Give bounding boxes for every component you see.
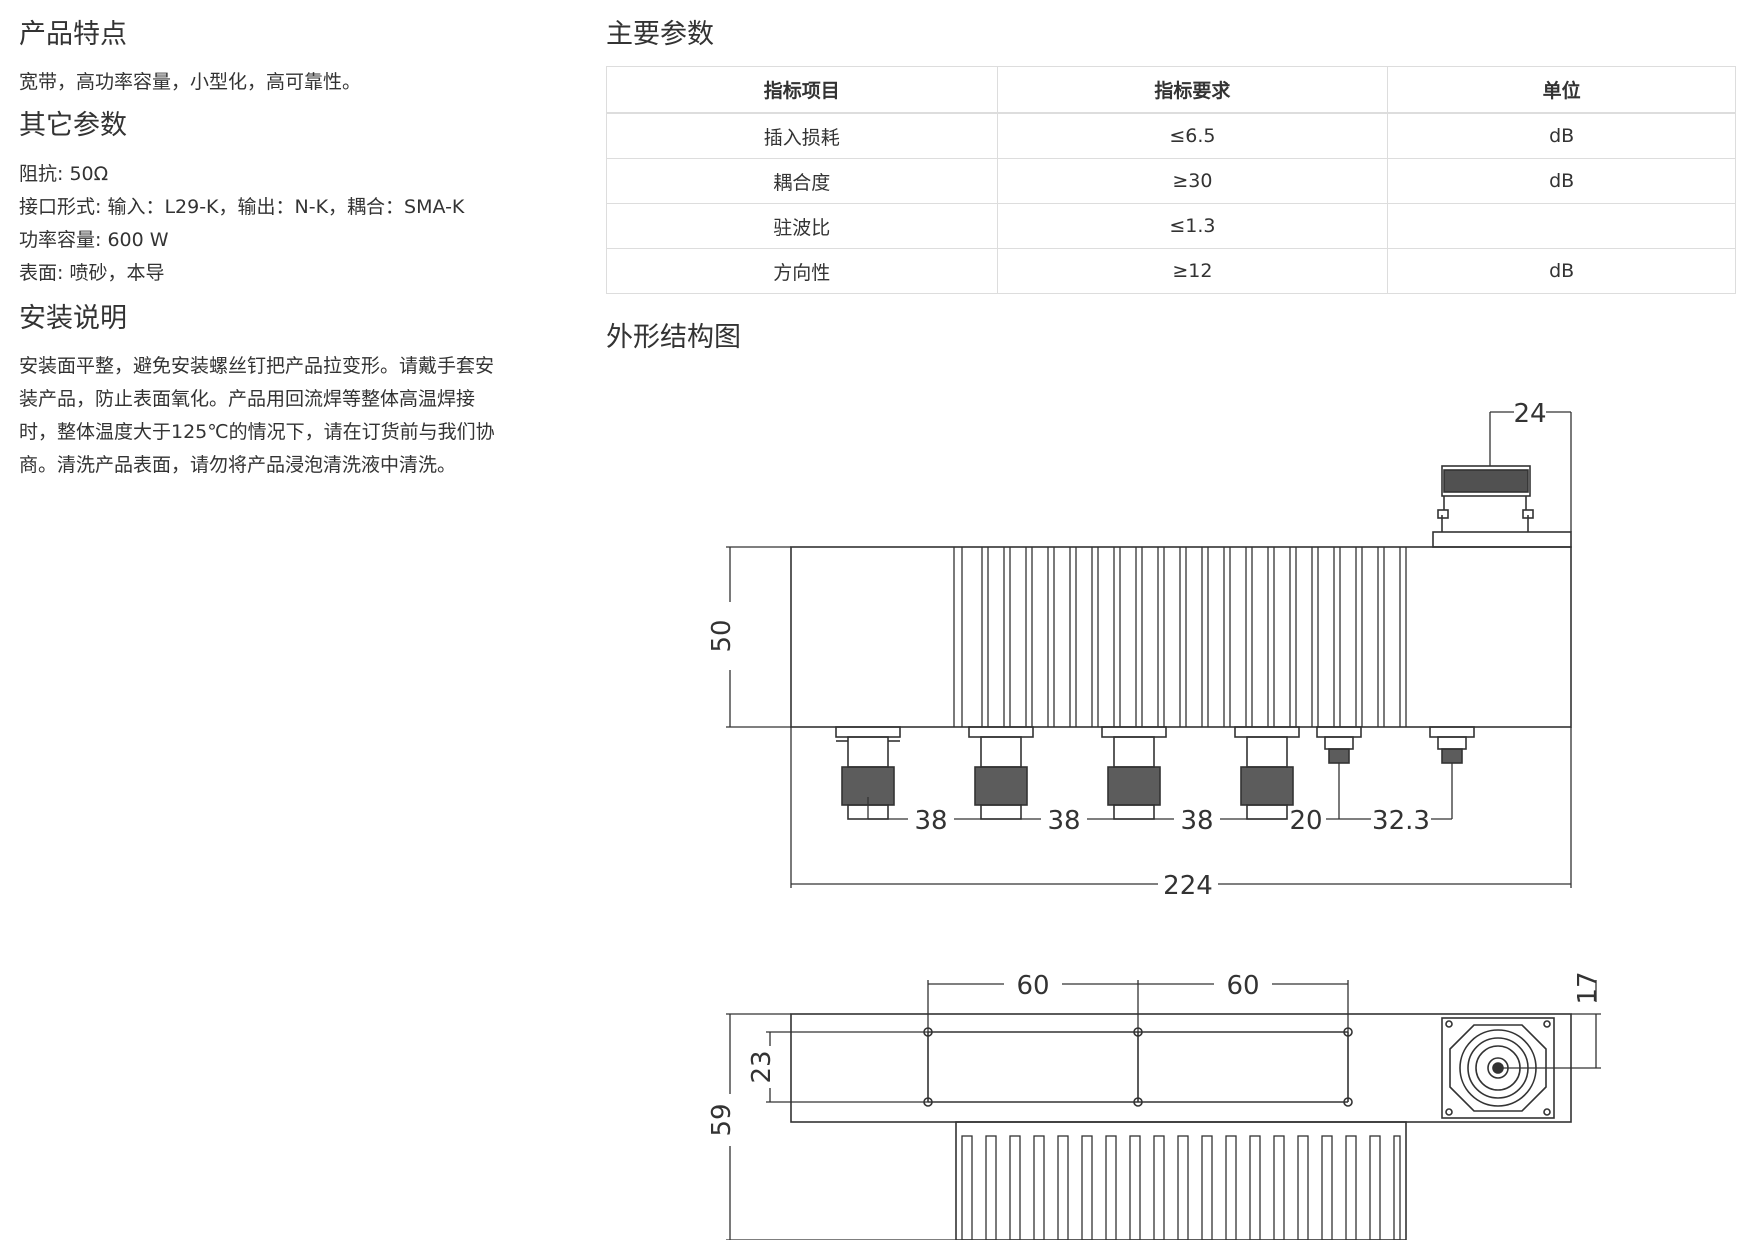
drawing-heading: 外形结构图 bbox=[606, 322, 741, 353]
dim-17: 17 bbox=[1573, 971, 1603, 1004]
table-header-row: 指标项目 指标要求 单位 bbox=[606, 66, 1736, 114]
dim-60-b: 60 bbox=[1226, 971, 1259, 1001]
param-impedance: 阻抗: 50Ω bbox=[19, 163, 109, 185]
heatsink-fins bbox=[953, 547, 1407, 727]
dim-38-b: 38 bbox=[1047, 806, 1080, 836]
cell-item: 方向性 bbox=[606, 248, 998, 294]
outline-drawing: 24 50 38 38 38 20 32.3 bbox=[707, 399, 1603, 1240]
front-view: 24 50 38 38 38 20 32.3 bbox=[707, 399, 1572, 901]
top-connector bbox=[1432, 465, 1572, 548]
param-interface: 接口形式: 输入：L29-K，输出：N-K，耦合：SMA-K bbox=[19, 196, 465, 218]
param-surface: 表面: 喷砂，本导 bbox=[19, 262, 165, 284]
install-line: 装产品，防止表面氧化。产品用回流焊等整体高温焊接 bbox=[19, 388, 476, 410]
table-row: 插入损耗 ≤6.5 dB bbox=[606, 112, 1736, 159]
header-unit: 单位 bbox=[1387, 66, 1736, 114]
cell-requirement: ≤1.3 bbox=[996, 203, 1389, 249]
cell-unit: dB bbox=[1387, 248, 1736, 294]
cell-item: 耦合度 bbox=[606, 158, 998, 204]
dim-24: 24 bbox=[1513, 399, 1546, 429]
params-table: 指标项目 指标要求 单位 插入损耗 ≤6.5 dB 耦合度 ≥30 dB 驻波比… bbox=[606, 66, 1736, 294]
dim-20: 20 bbox=[1289, 806, 1322, 836]
dim-32-3: 32.3 bbox=[1372, 806, 1430, 836]
param-power: 功率容量: 600 W bbox=[19, 229, 169, 251]
dim-59: 59 bbox=[707, 1103, 737, 1136]
install-line: 安装面平整，避免安装螺丝钉把产品拉变形。请戴手套安 bbox=[19, 355, 495, 377]
cell-unit: dB bbox=[1387, 112, 1736, 159]
other-params-list: 阻抗: 50Ω 接口形式: 输入：L29-K，输出：N-K，耦合：SMA-K 功… bbox=[19, 158, 464, 290]
cell-requirement: ≤6.5 bbox=[996, 112, 1389, 159]
cell-item: 插入损耗 bbox=[606, 112, 998, 159]
features-text: 宽带，高功率容量，小型化，高可靠性。 bbox=[19, 71, 362, 93]
cell-item: 驻波比 bbox=[606, 203, 998, 249]
features-heading: 产品特点 bbox=[19, 19, 127, 50]
dim-50: 50 bbox=[707, 619, 737, 652]
dim-23: 23 bbox=[747, 1050, 777, 1083]
bottom-view: 60 60 23 59 17 bbox=[707, 971, 1603, 1240]
dim-38-a: 38 bbox=[914, 806, 947, 836]
bottom-dimensions: 60 60 23 59 17 bbox=[707, 971, 1603, 1240]
header-requirement: 指标要求 bbox=[996, 66, 1389, 114]
install-text: 安装面平整，避免安装螺丝钉把产品拉变形。请戴手套安 装产品，防止表面氧化。产品用… bbox=[19, 350, 549, 482]
cell-requirement: ≥12 bbox=[996, 248, 1389, 294]
table-row: 方向性 ≥12 dB bbox=[606, 248, 1736, 294]
mounting-holes bbox=[923, 1027, 1353, 1107]
install-line: 商。清洗产品表面，请勿将产品浸泡清洗液中清洗。 bbox=[19, 454, 457, 476]
bottom-fins bbox=[961, 1135, 1401, 1240]
dim-60-a: 60 bbox=[1016, 971, 1049, 1001]
cell-requirement: ≥30 bbox=[996, 158, 1389, 204]
cell-unit: dB bbox=[1387, 158, 1736, 204]
install-heading: 安装说明 bbox=[19, 303, 127, 334]
install-line: 时，整体温度大于125℃的情况下，请在订货前与我们协 bbox=[19, 421, 495, 443]
table-row: 耦合度 ≥30 dB bbox=[606, 158, 1736, 204]
dim-224: 224 bbox=[1163, 871, 1213, 901]
dim-38-c: 38 bbox=[1180, 806, 1213, 836]
header-item: 指标项目 bbox=[606, 66, 998, 114]
table-row: 驻波比 ≤1.3 bbox=[606, 203, 1736, 249]
other-params-heading: 其它参数 bbox=[19, 110, 127, 141]
front-dimensions: 24 50 38 38 38 20 32.3 bbox=[707, 399, 1572, 901]
cell-unit bbox=[1387, 203, 1736, 249]
main-params-heading: 主要参数 bbox=[606, 19, 714, 50]
